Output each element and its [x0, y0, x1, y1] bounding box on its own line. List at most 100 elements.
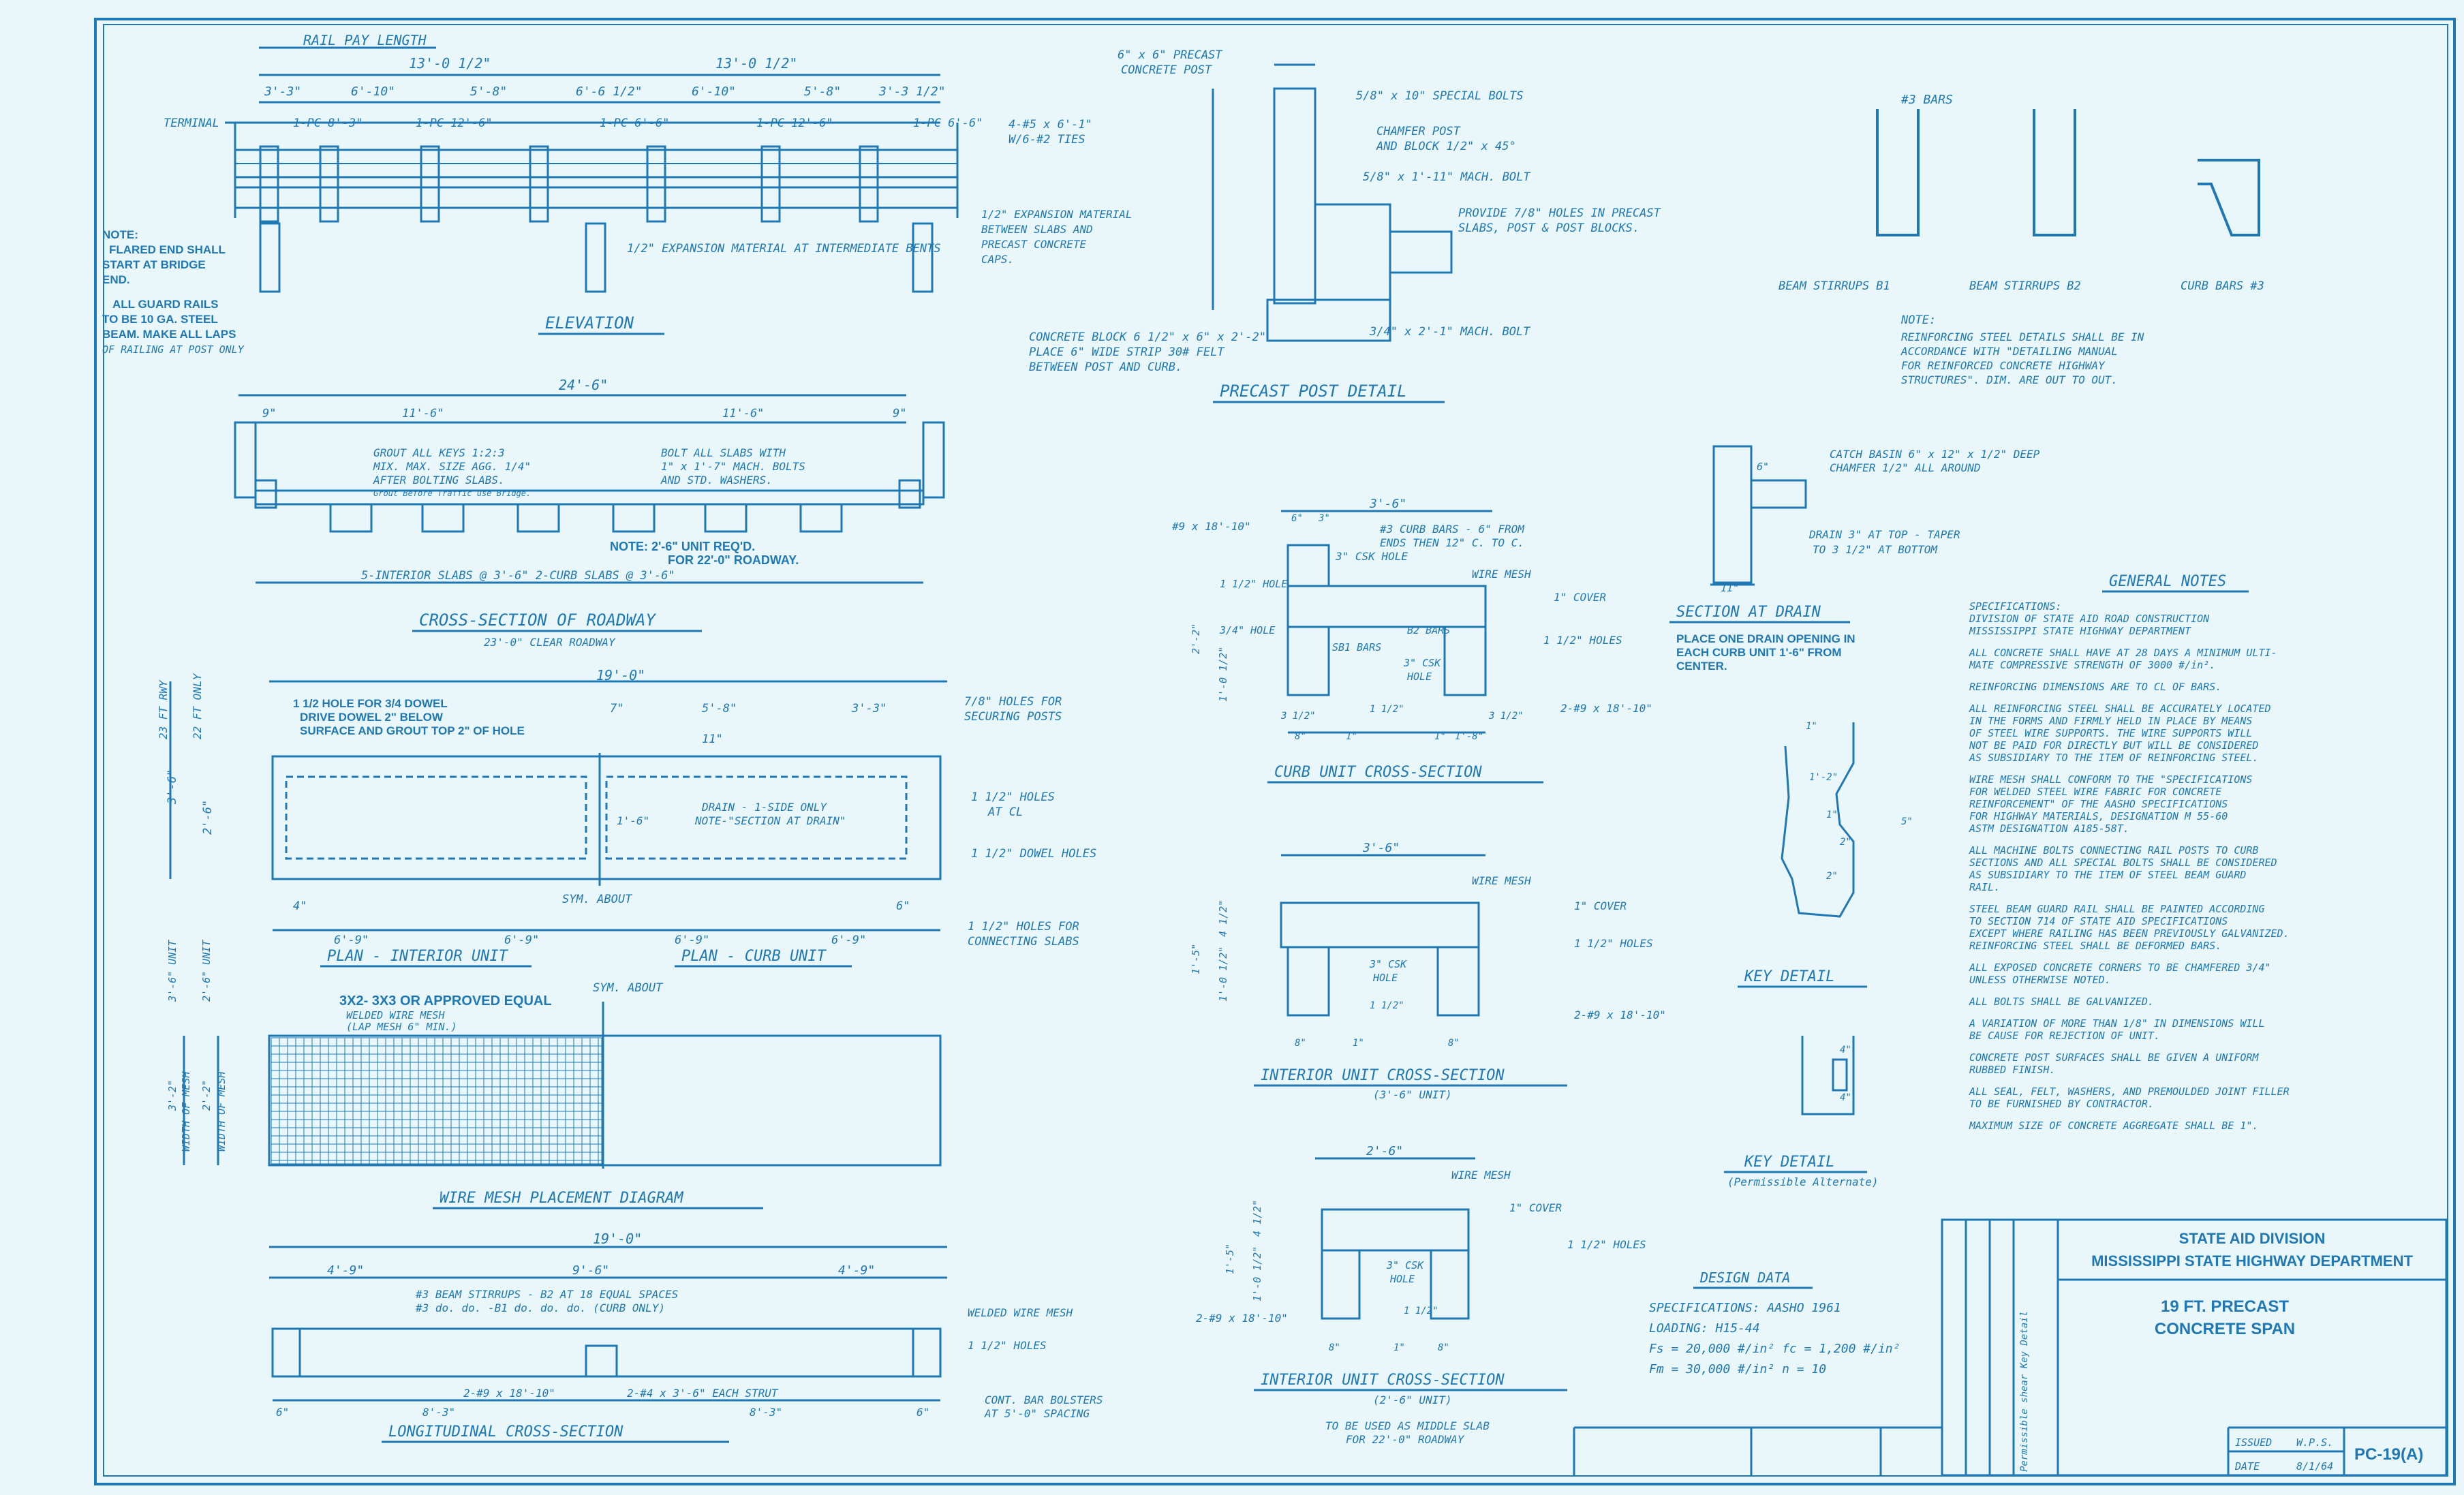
post-detail-title: PRECAST POST DETAIL: [1220, 382, 1407, 401]
curb-label-9: 1 1/2" HOLES: [1543, 634, 1622, 647]
i35-width: 3'-6": [1362, 841, 1400, 855]
bars-label: #3 BARS: [1900, 93, 1953, 107]
grout-1: GROUT ALL KEYS 1:2:3: [373, 446, 505, 459]
curb-dim-9: 3 1/2": [1488, 711, 1524, 722]
general-note-line: MISSISSIPPI STATE HIGHWAY DEPARTMENT: [1969, 625, 2191, 637]
curb-section-drawing: [1281, 510, 1492, 734]
key-alt-title: KEY DETAIL: [1744, 1154, 1834, 1171]
general-note-line: ALL EXPOSED CONCRETE CORNERS TO BE CHAMF…: [1969, 961, 2271, 974]
i25-subtitle: (2'-6" UNIT): [1373, 1393, 1452, 1406]
general-note-line: OF STEEL WIRE SUPPORTS. THE WIRE SUPPORT…: [1969, 727, 2252, 739]
drain-label-2: CHAMFER 1/2" ALL AROUND: [1830, 461, 1981, 474]
roadway-title: CROSS-SECTION OF ROADWAY: [419, 611, 656, 630]
curb-label-3: ENDS THEN 12" C. TO C.: [1380, 536, 1524, 549]
elevation-dim-left: 13'-0 1/2": [409, 55, 491, 72]
design-line-3: Fs = 20,000 #/in² fc = 1,200 #/in²: [1649, 1342, 1900, 1356]
general-note-line: ASTM DESIGNATION A185-58T.: [1969, 822, 2129, 835]
i35-label-4: 3" CSK: [1369, 958, 1407, 970]
curb-label-13: 1 1/2" HOLE: [1220, 578, 1287, 590]
grout-4: Grout Before Traffic use Bridge.: [373, 489, 531, 498]
post-label-1: 6" x 6" PRECAST: [1118, 48, 1223, 62]
interior-25-drawing: [1315, 1157, 1475, 1320]
roadway-note-1: NOTE: 2'-6" UNIT REQ'D.: [610, 540, 755, 553]
mesh-title: WIRE MESH PLACEMENT DIAGRAM: [440, 1190, 683, 1207]
design-line-2: LOADING: H15-44: [1649, 1321, 1760, 1336]
long-bolster-1: CONT. BAR BOLSTERS: [985, 1393, 1103, 1406]
grout-3: AFTER BOLTING SLABS.: [373, 474, 505, 487]
plan-dim-6: 6'-9": [334, 934, 369, 947]
tb-date: 8/1/64: [2296, 1460, 2333, 1473]
piece-2: 1-PC 12'-6": [416, 117, 493, 130]
plan-dim-5: 4": [293, 899, 307, 913]
general-note-line: DIVISION OF STATE AID ROAD CONSTRUCTION: [1969, 613, 2210, 625]
long-mesh: WELDED WIRE MESH: [968, 1306, 1073, 1319]
expansion-mid: 1/2" EXPANSION MATERIAL AT INTERMEDIATE …: [627, 242, 941, 256]
plan-drawing: [169, 680, 947, 931]
key-dim-8: 4": [1840, 1092, 1851, 1103]
i35-dim-6: 1": [1353, 1038, 1364, 1049]
tb-issued-label: ISSUED: [2235, 1436, 2272, 1449]
long-dim-1: 4'-9": [327, 1263, 364, 1278]
design-title: DESIGN DATA: [1699, 1269, 1790, 1286]
roadway-bottom: 5-INTERIOR SLABS @ 3'-6" 2-CURB SLABS @ …: [361, 569, 675, 583]
holes-posts-2: SECURING POSTS: [964, 710, 1062, 724]
curb-label-7: B2 BARS: [1407, 624, 1450, 636]
mesh-sym: SYM. ABOUT: [593, 981, 664, 995]
mesh-side-5: WIDTH OF MESH: [180, 1071, 192, 1152]
general-note-line: ALL REINFORCING STEEL SHALL BE ACCURATEL…: [1969, 703, 2271, 715]
general-note-line: AS SUBSIDIARY TO THE ITEM OF REINFORCING…: [1969, 752, 2258, 764]
i35-label-2: 1" COVER: [1574, 899, 1627, 912]
roadway-sub-4: 9": [893, 407, 906, 420]
key-dim-3: 1": [1826, 810, 1838, 820]
curb-label-4: 3" CSK HOLE: [1335, 550, 1408, 563]
general-note-line: ALL MACHINE BOLTS CONNECTING RAIL POSTS …: [1969, 844, 2258, 857]
post-label-8: SLABS, POST & POST BLOCKS.: [1458, 221, 1639, 235]
long-sub-3: 6": [276, 1406, 289, 1419]
i25-label-6: 2-#9 x 18'-10": [1196, 1312, 1288, 1325]
mesh-drawing: [183, 1002, 942, 1169]
i25-note-2: FOR 22'-0" ROADWAY: [1346, 1433, 1465, 1446]
i35-title: INTERIOR UNIT CROSS-SECTION: [1261, 1067, 1505, 1084]
i25-label-1: WIRE MESH: [1451, 1169, 1511, 1182]
plan-dim-13: 1'-6": [617, 814, 649, 827]
plan-dim-3: 3'-3": [851, 702, 887, 715]
key-dim-1: 1": [1806, 721, 1817, 732]
i25-label-2: 1" COVER: [1509, 1201, 1562, 1214]
piece-1: 1-PC 8'-3": [293, 117, 363, 130]
general-note-line: FOR WELDED STEEL WIRE FABRIC FOR CONCRET…: [1969, 786, 2221, 798]
general-note-line: TO SECTION 714 OF STATE AID SPECIFICATIO…: [1969, 915, 2228, 927]
general-note-line: IN THE FORMS AND FIRMLY HELD IN PLACE BY…: [1969, 715, 2252, 727]
mesh-spec-3: (LAP MESH 6" MIN.): [346, 1021, 457, 1033]
drain-note-a: PLACE ONE DRAIN OPENING IN: [1676, 632, 1855, 645]
general-note-line: ALL SEAL, FELT, WASHERS, AND PREMOULDED …: [1969, 1085, 2290, 1098]
post-label-6: 5/8" x 1'-11" MACH. BOLT: [1363, 170, 1531, 184]
plan-dim-12: 2'-6": [201, 800, 215, 835]
curb-dim-6: 1 1/2": [1370, 704, 1404, 715]
curb-dim-5: 1": [1346, 731, 1357, 742]
key-dim-4: 2": [1840, 837, 1851, 848]
post-dim-7: 3'-3 1/2": [878, 84, 946, 99]
long-dim-3: 4'-9": [838, 1263, 875, 1278]
curb-label-2: #3 CURB BARS - 6" FROM: [1379, 523, 1525, 536]
elevation-drawing: [225, 46, 959, 293]
curb-label-10: 3" CSK: [1403, 657, 1441, 669]
expansion-end-2: BETWEEN SLABS AND: [981, 223, 1093, 236]
tb-revision: Permissible shear Key Detail: [2019, 1311, 2030, 1472]
elevation-note-2: FLARED END SHALL: [109, 243, 226, 256]
inner-border: [103, 24, 2448, 1477]
general-note-line: MATE COMPRESSIVE STRENGTH OF 3000 #/in².: [1969, 659, 2215, 671]
drain-label-4: TO 3 1/2" AT BOTTOM: [1813, 543, 1938, 556]
curb-label-11: HOLE: [1406, 671, 1432, 683]
plan-dim-9: 6'-9": [831, 934, 866, 947]
elevation-note-1: NOTE:: [102, 228, 138, 241]
drain-title: SECTION AT DRAIN: [1676, 604, 1821, 621]
long-title: LONGITUDINAL CROSS-SECTION: [388, 1423, 623, 1440]
stirrup-note-4: FOR REINFORCED CONCRETE HIGHWAY: [1901, 359, 2106, 372]
roadway-note-2: FOR 22'-0" ROADWAY.: [668, 553, 799, 567]
long-bars: 2-#9 x 18'-10": [463, 1387, 555, 1400]
curb-dim-1: 6": [1291, 513, 1303, 524]
holes-posts-1: 7/8" HOLES FOR: [964, 695, 1062, 709]
elevation-note-3: START AT BRIDGE: [102, 258, 206, 271]
key-dim-6: 2": [1826, 871, 1838, 882]
design-line-4: Fm = 30,000 #/in² n = 10: [1649, 1362, 1826, 1376]
